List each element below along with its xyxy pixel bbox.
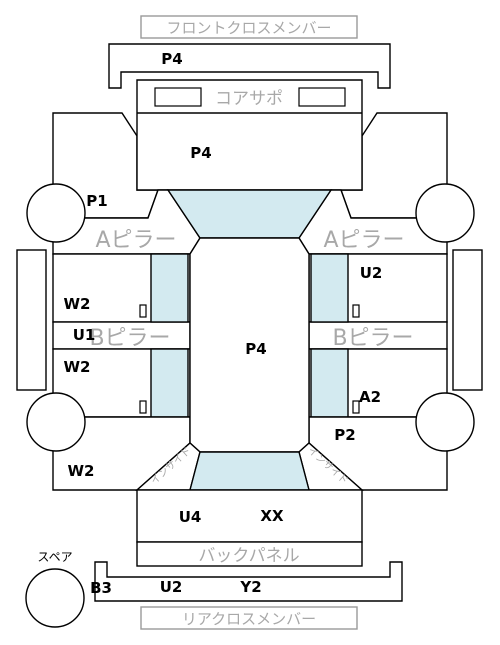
rear-right-tire[interactable] — [415, 392, 475, 452]
left-b-pillar[interactable] — [52, 321, 191, 350]
code-front-left-door: W2 — [64, 295, 91, 313]
front-right-door-handle — [352, 304, 360, 318]
rear-left-door-handle — [139, 400, 147, 414]
rear-cross-member-label-box — [140, 606, 358, 630]
code-hood: P4 — [190, 144, 211, 162]
code-spare: B3 — [90, 579, 112, 597]
a-pillar-right-label: Aピラー — [323, 228, 404, 253]
rear-window[interactable] — [189, 451, 310, 491]
headlight-right[interactable] — [298, 87, 346, 107]
code-left-b-pillar: U1 — [73, 326, 96, 344]
b-pillar-left-label: Bピラー — [89, 326, 170, 351]
rear-left-window[interactable] — [150, 348, 189, 418]
code-roof: P4 — [245, 340, 266, 358]
front-left-window[interactable] — [150, 253, 189, 323]
rear-left-tire[interactable] — [26, 392, 86, 452]
hood-panel[interactable] — [136, 79, 363, 191]
front-right-tire[interactable] — [415, 183, 475, 243]
code-trunk-right: XX — [260, 507, 284, 525]
trunk-lid[interactable] — [136, 489, 363, 543]
front-cross-member-label: フロントクロスメンバー — [166, 19, 331, 37]
back-panel[interactable] — [136, 541, 363, 567]
code-rear-left-quarter: W2 — [68, 462, 95, 480]
code-front-cross-member: P4 — [161, 50, 182, 68]
code-front-right-door: U2 — [360, 264, 383, 282]
right-b-pillar[interactable] — [308, 321, 448, 350]
back-panel-label: バックパネル — [198, 546, 299, 566]
spare-label: スペア — [37, 550, 72, 564]
code-rear-member-right: Y2 — [239, 578, 261, 596]
b-pillar-right-label: Bピラー — [332, 326, 413, 351]
core-support-label: コアサポ — [215, 89, 283, 109]
code-rear-right-door: A2 — [359, 388, 381, 406]
code-rear-member-left: U2 — [160, 578, 183, 596]
a-pillar-left-label: Aピラー — [95, 228, 176, 253]
right-side-step[interactable] — [452, 249, 483, 391]
code-trunk-left: U4 — [179, 508, 202, 526]
front-left-door-handle — [139, 304, 147, 318]
front-left-tire[interactable] — [26, 183, 86, 243]
left-side-step[interactable] — [16, 249, 47, 391]
spare-tire[interactable] — [25, 568, 85, 628]
rear-right-door-handle — [352, 400, 360, 414]
front-cross-member-label-box — [140, 15, 358, 39]
front-cross-member[interactable] — [108, 43, 391, 89]
code-rear-left-door: W2 — [64, 358, 91, 376]
headlight-left[interactable] — [154, 87, 202, 107]
code-rear-right-quarter: P2 — [334, 426, 355, 444]
rear-right-window[interactable] — [310, 348, 349, 418]
rear-cross-member[interactable] — [94, 561, 403, 602]
rear-cross-member-label: リアクロスメンバー — [182, 610, 316, 628]
front-right-window[interactable] — [310, 253, 349, 323]
code-front-left-fender: P1 — [86, 192, 107, 210]
